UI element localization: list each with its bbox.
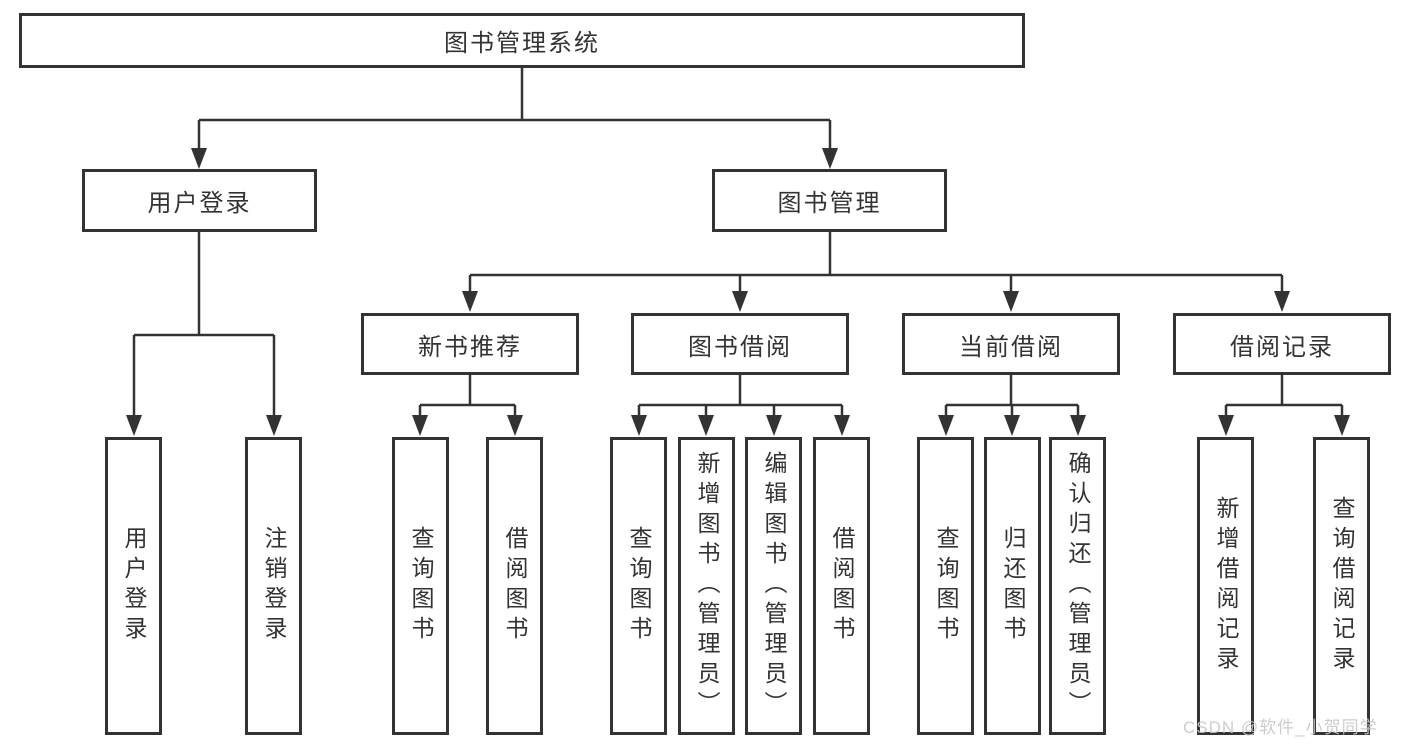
leaf-borrow-books-recommend: 借阅图书 — [486, 437, 543, 735]
node-borrow-records: 借阅记录 — [1173, 313, 1391, 375]
leaf-label: 编辑图书（管理员） — [761, 451, 787, 721]
leaf-edit-books-admin: 编辑图书（管理员） — [745, 437, 802, 735]
node-current-borrow: 当前借阅 — [902, 313, 1120, 375]
leaf-label: 查询图书 — [626, 526, 652, 646]
leaf-label: 注销登录 — [261, 526, 287, 646]
leaf-query-books-current: 查询图书 — [917, 437, 974, 735]
node-book-management: 图书管理 — [712, 169, 947, 232]
leaf-label: 归还图书 — [1000, 526, 1026, 646]
arrowheads — [126, 148, 1350, 436]
leaf-label: 用户登录 — [121, 526, 147, 646]
leaf-label: 查询图书 — [933, 526, 959, 646]
csdn-watermark: CSDN @软件_小贺同学 — [1183, 718, 1378, 737]
leaf-add-borrow-record: 新增借阅记录 — [1197, 437, 1254, 735]
leaf-borrow-books: 借阅图书 — [813, 437, 870, 735]
leaf-user-login: 用户登录 — [105, 437, 162, 735]
leaf-return-books: 归还图书 — [984, 437, 1041, 735]
node-book-borrow: 图书借阅 — [631, 313, 849, 375]
leaf-query-books-recommend: 查询图书 — [392, 437, 449, 735]
node-root-book-management-system: 图书管理系统 — [19, 13, 1025, 68]
leaf-label: 新增借阅记录 — [1213, 496, 1239, 676]
leaf-confirm-return-admin: 确认归还（管理员） — [1049, 437, 1106, 735]
leaf-query-borrow-record: 查询借阅记录 — [1313, 437, 1370, 735]
leaf-add-books-admin: 新增图书（管理员） — [678, 437, 735, 735]
leaf-query-books-borrow: 查询图书 — [610, 437, 667, 735]
leaf-label: 新增图书（管理员） — [694, 451, 720, 721]
leaf-label: 借阅图书 — [502, 526, 528, 646]
leaf-label: 借阅图书 — [829, 526, 855, 646]
leaf-label: 查询借阅记录 — [1329, 496, 1355, 676]
leaf-logout: 注销登录 — [245, 437, 302, 735]
node-user-login: 用户登录 — [82, 169, 317, 232]
leaf-label: 查询图书 — [408, 526, 434, 646]
node-new-book-recommend: 新书推荐 — [361, 313, 579, 375]
leaf-label: 确认归还（管理员） — [1065, 451, 1091, 721]
